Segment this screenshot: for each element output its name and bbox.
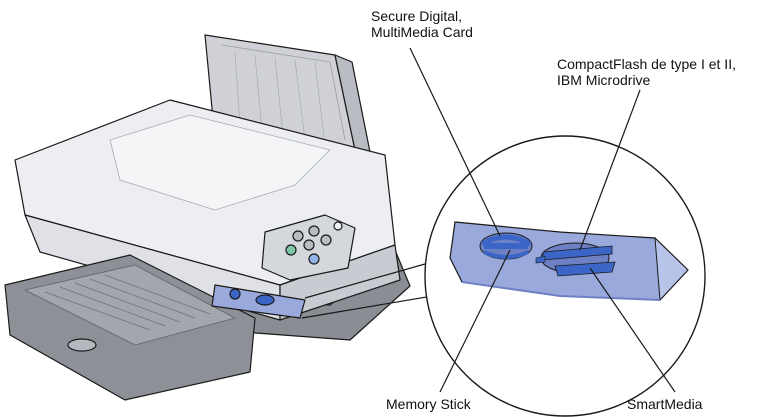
leader-lines: [409, 47, 676, 393]
label-sd-mmc-line2: MultiMedia Card: [371, 24, 473, 40]
power-button: [333, 221, 343, 231]
small-slot: [229, 288, 241, 300]
control-button: [292, 230, 304, 242]
leader-compactflash: [579, 89, 641, 251]
control-button: [320, 234, 332, 246]
printer: [4, 34, 411, 401]
control-button: [285, 244, 297, 256]
leader-smartmedia: [589, 267, 676, 393]
label-compactflash-line2: IBM Microdrive: [557, 72, 651, 88]
leader-memory-stick: [439, 249, 511, 393]
control-button: [308, 253, 320, 265]
small-slot: [255, 294, 275, 306]
zoom-detail: [424, 135, 706, 417]
label-compactflash-line1: CompactFlash de type I et II,: [557, 56, 736, 72]
label-compactflash: CompactFlash de type I et II, IBM Microd…: [557, 56, 736, 88]
tray-handle: [67, 338, 97, 352]
label-smartmedia: SmartMedia: [627, 396, 703, 412]
label-sd-mmc-line1: Secure Digital,: [371, 8, 463, 24]
control-button: [303, 239, 315, 251]
label-memory-stick: Memory Stick: [386, 396, 471, 412]
leader-sd-mmc: [409, 47, 501, 237]
label-sd-mmc: Secure Digital, MultiMedia Card: [371, 8, 473, 40]
control-button: [308, 225, 320, 237]
